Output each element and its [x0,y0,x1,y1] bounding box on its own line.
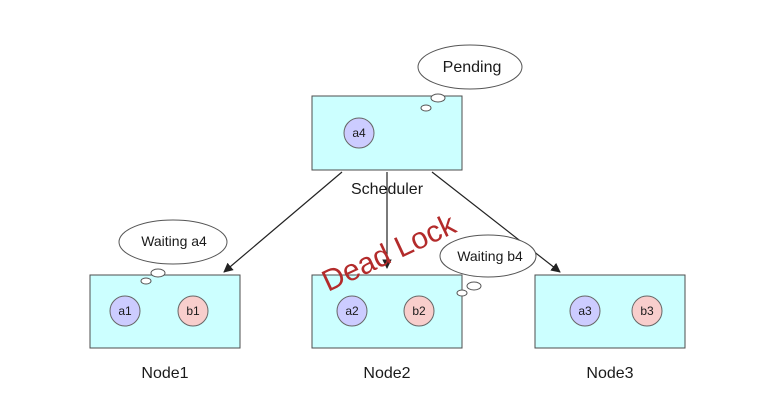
pod-b3-label: b3 [640,304,654,318]
pod-a1-label: a1 [118,304,132,318]
pod-b1 [177,295,209,327]
scheduler-box [311,95,463,171]
pod-b2 [403,295,435,327]
arrow-to-node3 [431,171,561,273]
pod-a3-label: a3 [578,304,592,318]
pending-cloud: Pending [417,44,523,112]
node1-label: Node1 [141,365,188,382]
pod-b3 [631,295,663,327]
pod-b1-label: b1 [186,304,200,318]
waiting-b4-cloud: Waiting b4 [439,234,537,297]
waiting-a4-label: Waiting a4 [141,233,207,249]
node3-label: Node3 [586,365,633,382]
pod-b2-label: b2 [412,304,426,318]
pod-a1 [109,295,141,327]
node2-label: Node2 [363,365,410,382]
pod-a4 [343,117,375,149]
waiting-b4-label: Waiting b4 [457,248,523,264]
arrow-to-node1 [223,171,343,273]
pod-a4-label: a4 [352,126,366,140]
waiting-a4-cloud: Waiting a4 [118,219,228,285]
node3-box [534,274,686,349]
pod-a3 [569,295,601,327]
pending-label: Pending [443,59,502,76]
pod-a2-label: a2 [345,304,359,318]
pod-a2 [336,295,368,327]
